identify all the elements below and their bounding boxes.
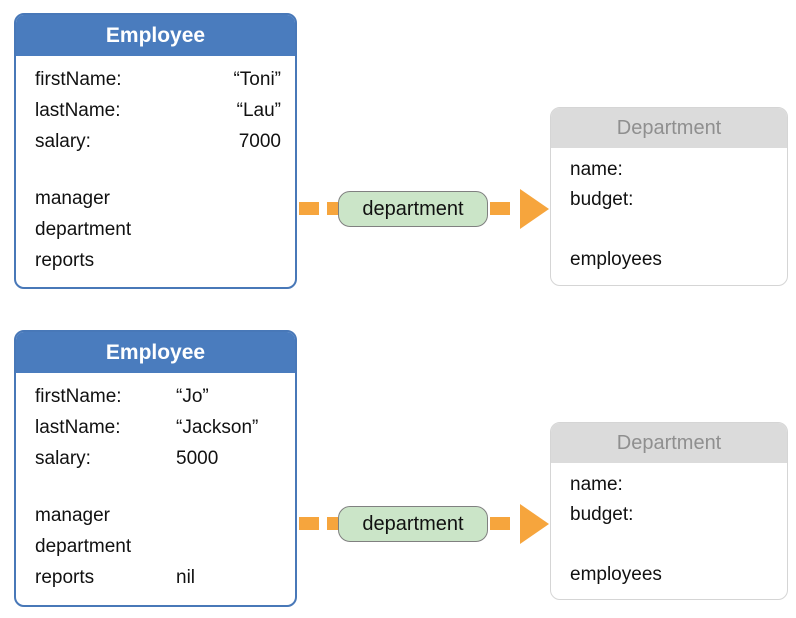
relationship-value: nil	[176, 567, 196, 588]
attribute-value: 7000	[238, 131, 281, 152]
employee-card: Employee firstName: “Jo” lastName: “Jack…	[14, 330, 297, 607]
dashed-line	[299, 517, 338, 530]
relationship-connector: department	[299, 504, 549, 544]
attribute-label: lastName:	[35, 417, 121, 438]
attribute-value: “Toni”	[233, 69, 281, 90]
arrow-head-icon	[520, 189, 549, 229]
relationship-name: reports	[35, 567, 95, 588]
department-card-body: name: budget: employees	[551, 463, 787, 590]
attribute-row: salary: 5000	[35, 443, 281, 474]
relationship-name: department	[35, 219, 132, 240]
relationship-badge: department	[338, 191, 488, 227]
attribute-label: lastName:	[35, 100, 121, 121]
attribute-row: firstName: “Toni”	[35, 64, 281, 95]
relationship-name: manager	[35, 188, 110, 209]
row-spacer	[570, 530, 777, 560]
relationship-row: reports nil	[35, 562, 281, 593]
relationship-connector: department	[299, 189, 549, 229]
attribute-label: name:	[570, 474, 623, 495]
relationship-row: manager	[35, 183, 281, 214]
attribute-value: “Jo”	[176, 386, 209, 407]
attribute-label: firstName:	[35, 69, 122, 90]
dashed-line	[299, 202, 338, 215]
department-card-title: Department	[551, 423, 787, 463]
attribute-label: salary:	[35, 131, 91, 152]
row-spacer	[35, 474, 281, 500]
employee-card-title: Employee	[16, 15, 295, 56]
attribute-value: 5000	[176, 448, 219, 469]
relationship-name: department	[35, 536, 132, 557]
attribute-label: salary:	[35, 448, 91, 469]
attribute-label: firstName:	[35, 386, 122, 407]
attribute-row: firstName: “Jo”	[35, 381, 281, 412]
row-spacer	[570, 215, 777, 245]
relationship-row: manager	[35, 500, 281, 531]
attribute-label: name:	[570, 159, 623, 180]
attribute-value: “Lau”	[236, 100, 281, 121]
relationship-row: department	[35, 214, 281, 245]
department-card-body: name: budget: employees	[551, 148, 787, 275]
department-card: Department name: budget: employees	[550, 107, 788, 286]
employee-card-title: Employee	[16, 332, 295, 373]
relationship-row: reports	[35, 245, 281, 276]
attribute-label: budget:	[570, 189, 634, 210]
employee-card-body: firstName: “Toni” lastName: “Lau” salary…	[16, 56, 295, 276]
department-card: Department name: budget: employees	[550, 422, 788, 600]
relationship-name: manager	[35, 505, 110, 526]
arrow-head-icon	[520, 504, 549, 544]
relationship-badge: department	[338, 506, 488, 542]
row-spacer	[35, 157, 281, 183]
attribute-label: budget:	[570, 504, 634, 525]
attribute-row: salary: 7000	[35, 126, 281, 157]
employee-card: Employee firstName: “Toni” lastName: “La…	[14, 13, 297, 289]
dashed-line	[490, 517, 518, 530]
relationship-row: department	[35, 531, 281, 562]
relationship-name: reports	[35, 250, 95, 271]
dashed-line	[490, 202, 518, 215]
attribute-row: lastName: “Lau”	[35, 95, 281, 126]
attribute-value: “Jackson”	[176, 417, 259, 438]
relationship-name: employees	[570, 249, 662, 270]
department-card-title: Department	[551, 108, 787, 148]
employee-card-body: firstName: “Jo” lastName: “Jackson” sala…	[16, 373, 295, 593]
attribute-row: lastName: “Jackson”	[35, 412, 281, 443]
relationship-name: employees	[570, 564, 662, 585]
